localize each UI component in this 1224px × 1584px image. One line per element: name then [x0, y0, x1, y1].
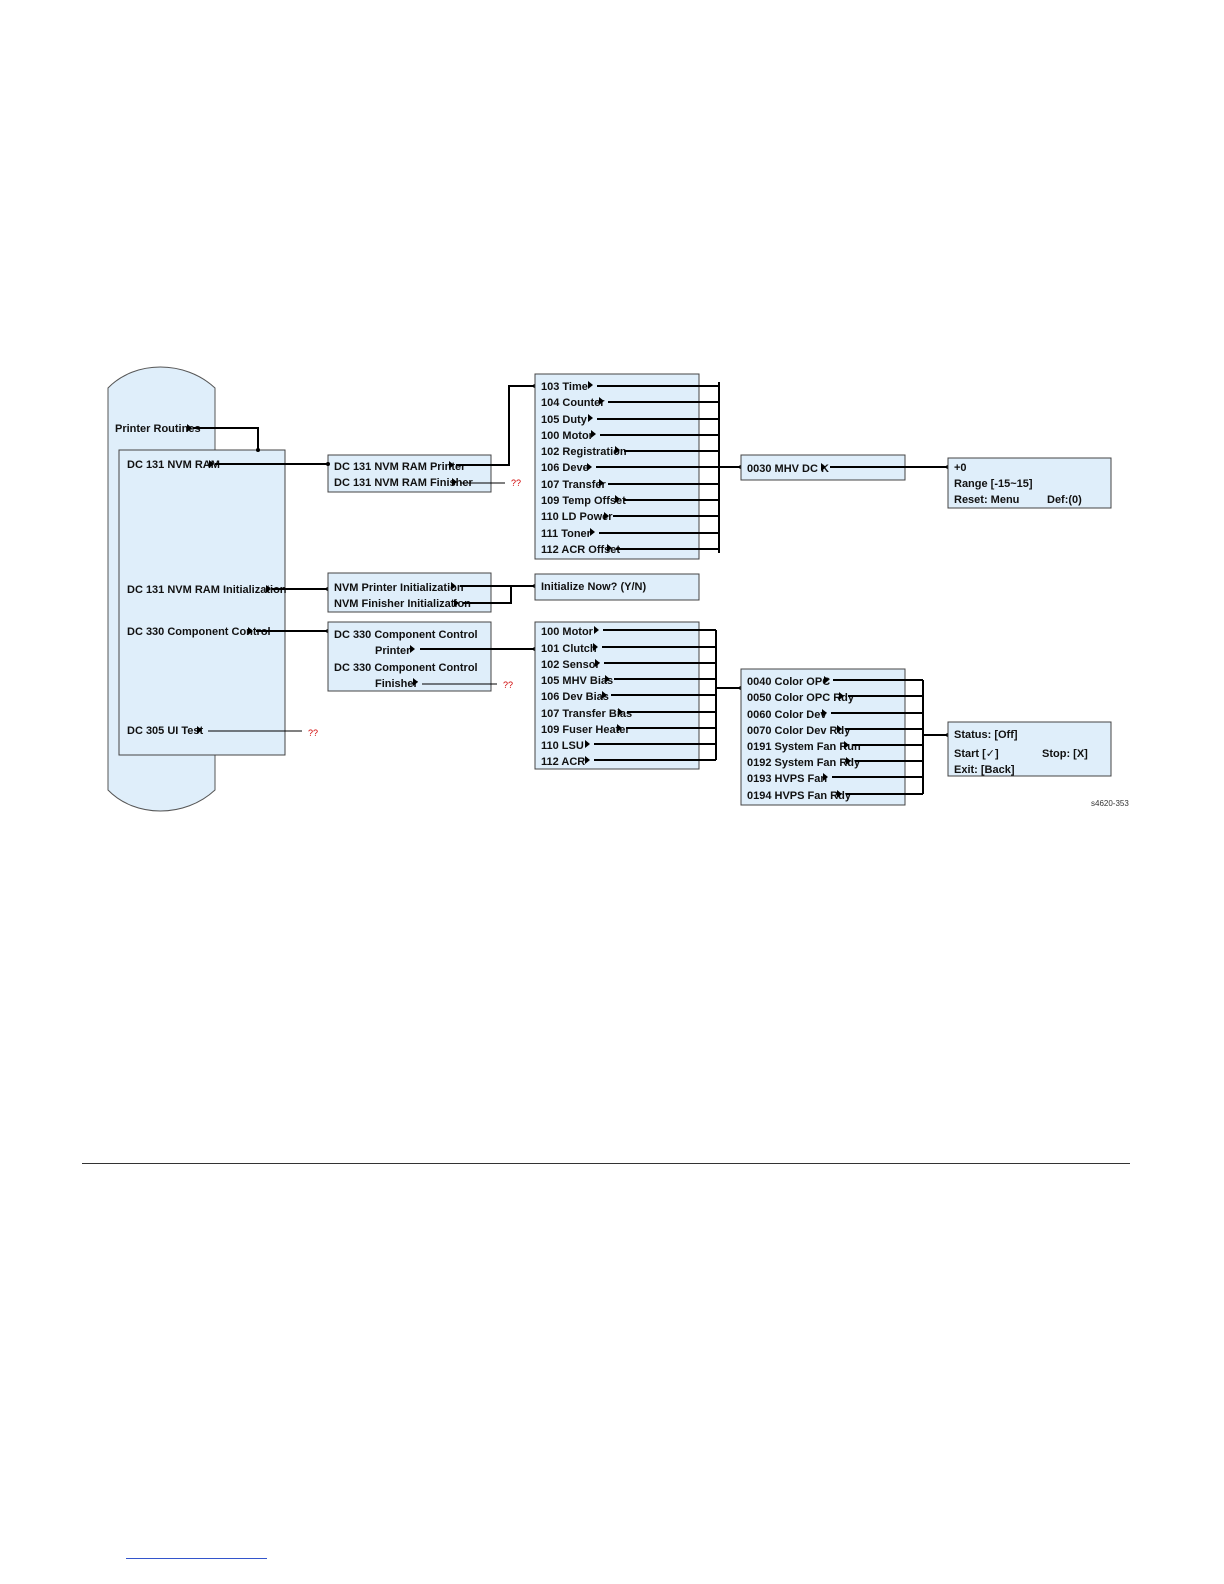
printer-routines-panel: [118, 449, 286, 756]
component-item[interactable]: 0194 HVPS Fan Rdy: [747, 790, 852, 802]
arrow-right-icon: [410, 645, 415, 653]
arrow-right-icon: [266, 585, 271, 593]
component-printer-connectors: [594, 629, 741, 761]
component-printer-menu-item[interactable]: 106 Dev Bias: [541, 691, 609, 703]
component-printer-menu-item[interactable]: 105 MHV Bias: [541, 675, 613, 687]
component-printer-menu-item[interactable]: 110 LSU: [541, 740, 584, 752]
arrow-right-icon: [187, 424, 192, 432]
component-printer-menu-item[interactable]: 107 Transfer Bias: [541, 708, 632, 720]
mhv-dc-k-detail: [947, 457, 1112, 509]
component-item[interactable]: 0050 Color OPC Rdy: [747, 692, 855, 704]
component-finisher-item[interactable]: DC 330 Component Control: [334, 662, 478, 674]
nvm-printer-item[interactable]: 106 Deve: [541, 462, 589, 474]
menu-item-component-control[interactable]: DC 330 Component Control: [127, 626, 271, 638]
mhv-default: Def:(0): [1047, 494, 1082, 506]
component-exit[interactable]: Exit: [Back]: [954, 764, 1015, 776]
component-item[interactable]: 0060 Color Dev: [747, 709, 827, 721]
component-printer-menu-item[interactable]: 112 ACR: [541, 756, 585, 768]
arrow-right-icon: [452, 478, 457, 486]
nvm-printer-item[interactable]: 107 Transfer: [541, 479, 607, 491]
menu-item-nvm-ram[interactable]: DC 131 NVM RAM: [127, 459, 220, 471]
component-item[interactable]: 0191 System Fan Run: [747, 741, 861, 753]
nvm-ram-finisher-item[interactable]: DC 131 NVM RAM Finisher: [334, 477, 473, 489]
arrow-right-icon: [821, 463, 826, 471]
component-status-box: [947, 721, 1112, 777]
arrow-right-icon: [451, 582, 456, 590]
arrow-right-icon: [209, 460, 214, 468]
nvm-printer-item[interactable]: 103 Time: [541, 381, 588, 393]
component-item-arrows: [822, 676, 851, 798]
unknown-marker: ??: [511, 478, 521, 488]
component-finisher-item-sub[interactable]: Finisher: [375, 678, 419, 690]
arrow-right-icon: [449, 461, 454, 469]
nvm-printer-item[interactable]: 111 Toner: [541, 528, 592, 540]
component-printer-menu-item[interactable]: 101 Clutch: [541, 643, 597, 655]
unknown-marker: ??: [503, 680, 513, 690]
component-printer-arrows: [585, 626, 623, 764]
mhv-value: +0: [954, 462, 967, 474]
nvm-printer-item[interactable]: 102 Registration: [541, 446, 627, 458]
init-prompt-box: [534, 573, 700, 601]
nvm-ram-printer-item[interactable]: DC 131 NVM RAM Printer: [334, 461, 466, 473]
mhv-dc-k-item[interactable]: 0030 MHV DC K: [747, 463, 829, 475]
mhv-reset[interactable]: Reset: Menu: [954, 494, 1019, 506]
arrow-right-icon: [248, 627, 253, 635]
component-printer-menu-item[interactable]: 102 Sensor: [541, 659, 600, 671]
nvm-printer-item[interactable]: 105 Duty: [541, 414, 588, 426]
nvm-printer-connectors: [596, 382, 741, 553]
init-prompt[interactable]: Initialize Now? (Y/N): [541, 581, 646, 593]
nvm-printer-item[interactable]: 112 ACR Offset: [541, 544, 620, 556]
nvm-printer-item[interactable]: 110 LD Power: [541, 511, 613, 523]
figure-reference: s4620-353: [1091, 799, 1129, 808]
component-items-menu: [740, 668, 906, 806]
menu-item-ui-test[interactable]: DC 305 UI Test: [127, 725, 204, 737]
nvm-finisher-init-item[interactable]: NVM Finisher Initialization: [334, 598, 471, 610]
component-printer-item[interactable]: DC 330 Component Control: [334, 629, 478, 641]
component-control-menu: [327, 621, 492, 692]
component-item[interactable]: 0192 System Fan Rdy: [747, 757, 861, 769]
nvm-init-menu: [327, 572, 492, 613]
arrow-right-icon: [197, 726, 202, 734]
nvm-printer-item[interactable]: 100 Motor: [541, 430, 594, 442]
mhv-range: Range [-15~15]: [954, 478, 1033, 490]
printer-routines-label[interactable]: Printer Routines: [115, 423, 201, 435]
component-item[interactable]: 0040 Color OPC: [747, 676, 830, 688]
component-printer-item-sub[interactable]: Printer: [375, 645, 411, 657]
unknown-marker: ??: [308, 728, 318, 738]
component-start[interactable]: Start [✓]: [954, 748, 999, 760]
arrow-right-icon: [454, 599, 459, 607]
component-status: Status: [Off]: [954, 729, 1018, 741]
component-printer-menu-item[interactable]: 109 Fuser Heater: [541, 724, 630, 736]
nvm-printer-item[interactable]: 104 Counter: [541, 397, 605, 409]
component-item-connectors: [831, 679, 948, 795]
nvm-printer-init-item[interactable]: NVM Printer Initialization: [334, 582, 464, 594]
footer-link-underline[interactable]: [126, 1558, 267, 1559]
menu-item-nvm-ram-initialization[interactable]: DC 131 NVM RAM Initialization: [127, 584, 287, 596]
arrow-right-icon: [413, 678, 418, 686]
component-printer-menu-item[interactable]: 100 Motor: [541, 626, 594, 638]
component-stop[interactable]: Stop: [X]: [1042, 748, 1088, 760]
nvm-printer-arrows: [587, 381, 620, 552]
nvm-printer-item[interactable]: 109 Temp Offset: [541, 495, 626, 507]
nvm-ram-menu: [327, 454, 492, 493]
page-divider: [82, 1163, 1130, 1164]
component-item[interactable]: 0193 HVPS Fan: [747, 773, 827, 785]
component-item[interactable]: 0070 Color Dev Rdy: [747, 725, 851, 737]
